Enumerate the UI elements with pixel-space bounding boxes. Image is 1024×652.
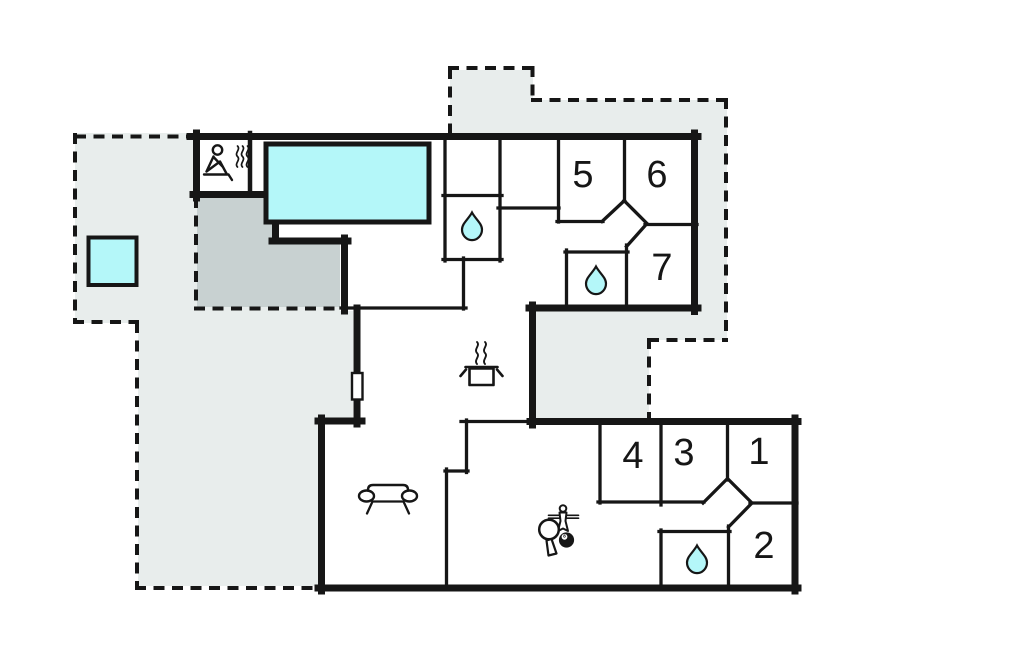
room-label-2: 2	[753, 525, 774, 567]
sauna-steam-icon	[235, 145, 250, 168]
water-drop-icon-upper-left	[460, 210, 484, 242]
hot-tub	[86, 235, 139, 287]
room-label-1: 1	[748, 431, 769, 473]
sauna-person-body	[202, 155, 234, 182]
table-tennis-paddle-icon	[537, 518, 561, 541]
game-room-icons: 8	[537, 504, 580, 557]
sofa-armrest-right	[400, 489, 419, 503]
interior-walls	[339, 133, 799, 591]
terrace-right	[450, 70, 727, 420]
sauna-person-head	[211, 144, 224, 156]
room-label-4: 4	[622, 435, 643, 477]
cooking-pot-icon	[459, 341, 504, 387]
interior-hall	[353, 306, 535, 424]
terrace-left	[75, 133, 358, 586]
eight-ball-number: 8	[563, 534, 566, 540]
foosball-player-body	[557, 511, 569, 532]
foosball-player-head	[558, 504, 568, 513]
eight-ball-highlight	[561, 533, 568, 540]
pot-body	[468, 367, 495, 387]
sauna-icon	[202, 144, 250, 182]
bathroom-icons	[460, 210, 709, 575]
interior-lower-floor	[318, 418, 798, 591]
terraces	[75, 70, 727, 586]
room-label-7: 7	[651, 247, 672, 289]
room-label-5: 5	[572, 154, 593, 196]
swimming-pool	[263, 141, 432, 225]
eight-ball-icon	[558, 532, 575, 548]
room-labels: 5 6 7 4 3 1 2	[572, 154, 774, 567]
terrace-dashed-outline	[73, 66, 728, 590]
table-tennis-paddle-handle	[545, 537, 558, 557]
sofa-seat-and-legs	[365, 500, 411, 515]
sofa-armrest-left	[357, 489, 376, 503]
terrace-dark-patio	[197, 197, 345, 307]
sofa-back	[366, 483, 410, 496]
room-label-6: 6	[646, 154, 667, 196]
pot-steam	[475, 341, 487, 365]
water-drop-icon-lower	[685, 543, 709, 575]
sofa-icon	[357, 483, 419, 515]
pot-handles	[459, 368, 504, 378]
door-marker	[350, 371, 364, 401]
room-label-3: 3	[673, 432, 694, 474]
water-drop-icon-upper-right	[584, 264, 608, 296]
